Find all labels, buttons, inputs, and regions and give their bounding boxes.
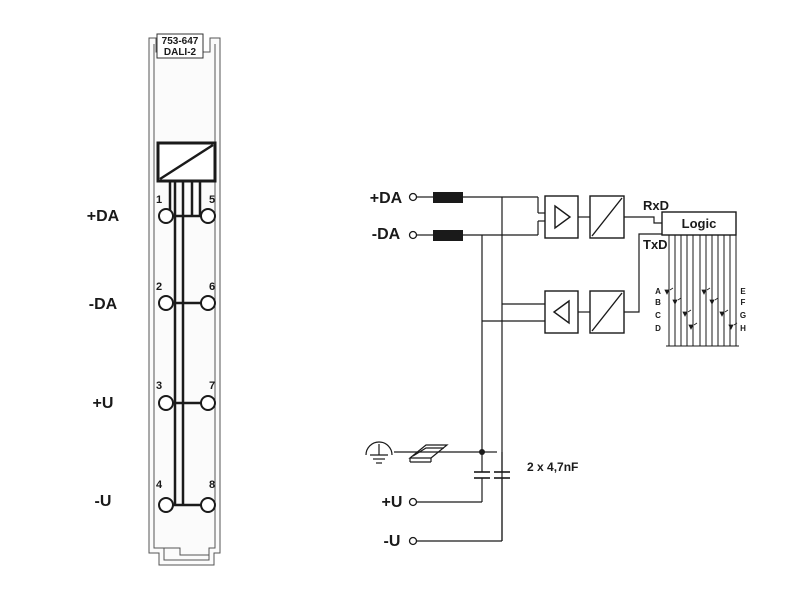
schematic-wires bbox=[394, 196, 662, 542]
led-lines bbox=[666, 235, 739, 347]
led-labels-right: E F G H bbox=[740, 287, 746, 333]
svg-text:E: E bbox=[740, 287, 746, 296]
input-terminal bbox=[408, 230, 418, 240]
terminal-contact[interactable] bbox=[200, 295, 216, 311]
input-label-minus-da: -DA bbox=[372, 226, 401, 243]
terminal-row-2: -DA 2 6 bbox=[89, 281, 216, 313]
terminal-row-1: +DA 1 5 bbox=[87, 194, 216, 225]
pin-number-right: 8 bbox=[209, 479, 215, 491]
receive-isolator bbox=[589, 195, 625, 239]
svg-text:F: F bbox=[741, 298, 746, 307]
input-label-plus-da: +DA bbox=[370, 190, 403, 207]
module-title-box: 753-647 DALI-2 bbox=[156, 33, 204, 59]
svg-text:H: H bbox=[740, 324, 746, 333]
module-converter-block bbox=[156, 141, 217, 183]
transmit-isolator bbox=[589, 290, 625, 334]
logic-label: Logic bbox=[682, 216, 717, 231]
led-labels-left: A B C D bbox=[655, 287, 661, 333]
pin-number-right: 7 bbox=[209, 380, 215, 392]
terminal-row-4: -U 4 8 bbox=[95, 479, 216, 513]
earth-ground-icon bbox=[365, 441, 393, 464]
svg-text:B: B bbox=[655, 298, 661, 307]
schematic: +DA -DA +U -U bbox=[365, 190, 746, 550]
terminal-label: +U bbox=[93, 395, 114, 412]
pin-number-left: 4 bbox=[156, 479, 163, 491]
svg-text:D: D bbox=[655, 324, 661, 333]
pin-number-right: 5 bbox=[209, 194, 215, 206]
pin-number-left: 2 bbox=[156, 281, 162, 293]
pin-number-right: 6 bbox=[209, 281, 215, 293]
pin-number-left: 3 bbox=[156, 380, 162, 392]
input-terminal bbox=[408, 192, 418, 202]
terminal-contact[interactable] bbox=[158, 208, 174, 224]
terminal-contact[interactable] bbox=[158, 395, 174, 411]
terminal-row-3: +U 3 7 bbox=[93, 380, 216, 412]
terminal-contact[interactable] bbox=[200, 497, 216, 513]
inductor-plus bbox=[433, 192, 463, 203]
input-label-plus-u: +U bbox=[382, 494, 403, 511]
receive-amplifier bbox=[544, 195, 579, 239]
txd-label: TxD bbox=[643, 237, 668, 252]
capacitor-label: 2 x 4,7nF bbox=[527, 460, 578, 474]
input-terminal bbox=[408, 497, 418, 507]
input-terminal bbox=[408, 536, 418, 546]
svg-text:G: G bbox=[740, 311, 746, 320]
terminal-contact[interactable] bbox=[200, 208, 216, 224]
input-label-minus-u: -U bbox=[384, 533, 401, 550]
module-type-label: DALI-2 bbox=[164, 47, 197, 58]
part-number: 753-647 bbox=[162, 36, 199, 47]
terminal-label: -U bbox=[95, 493, 112, 510]
terminal-contact[interactable] bbox=[158, 497, 174, 513]
din-rail-icon bbox=[408, 444, 449, 463]
led-indicators bbox=[664, 287, 738, 330]
rxd-label: RxD bbox=[643, 198, 669, 213]
svg-text:A: A bbox=[655, 287, 661, 296]
inductor-minus bbox=[433, 230, 463, 241]
terminal-contact[interactable] bbox=[158, 295, 174, 311]
capacitors bbox=[474, 471, 510, 479]
pin-number-left: 1 bbox=[156, 194, 162, 206]
junction-dot bbox=[479, 449, 485, 455]
module-internal-bus bbox=[168, 181, 202, 505]
terminal-label: -DA bbox=[89, 296, 118, 313]
svg-text:C: C bbox=[655, 311, 661, 320]
terminal-contact[interactable] bbox=[200, 395, 216, 411]
terminal-label: +DA bbox=[87, 208, 120, 225]
transmit-amplifier bbox=[544, 290, 579, 334]
logic-block: Logic bbox=[661, 211, 737, 236]
